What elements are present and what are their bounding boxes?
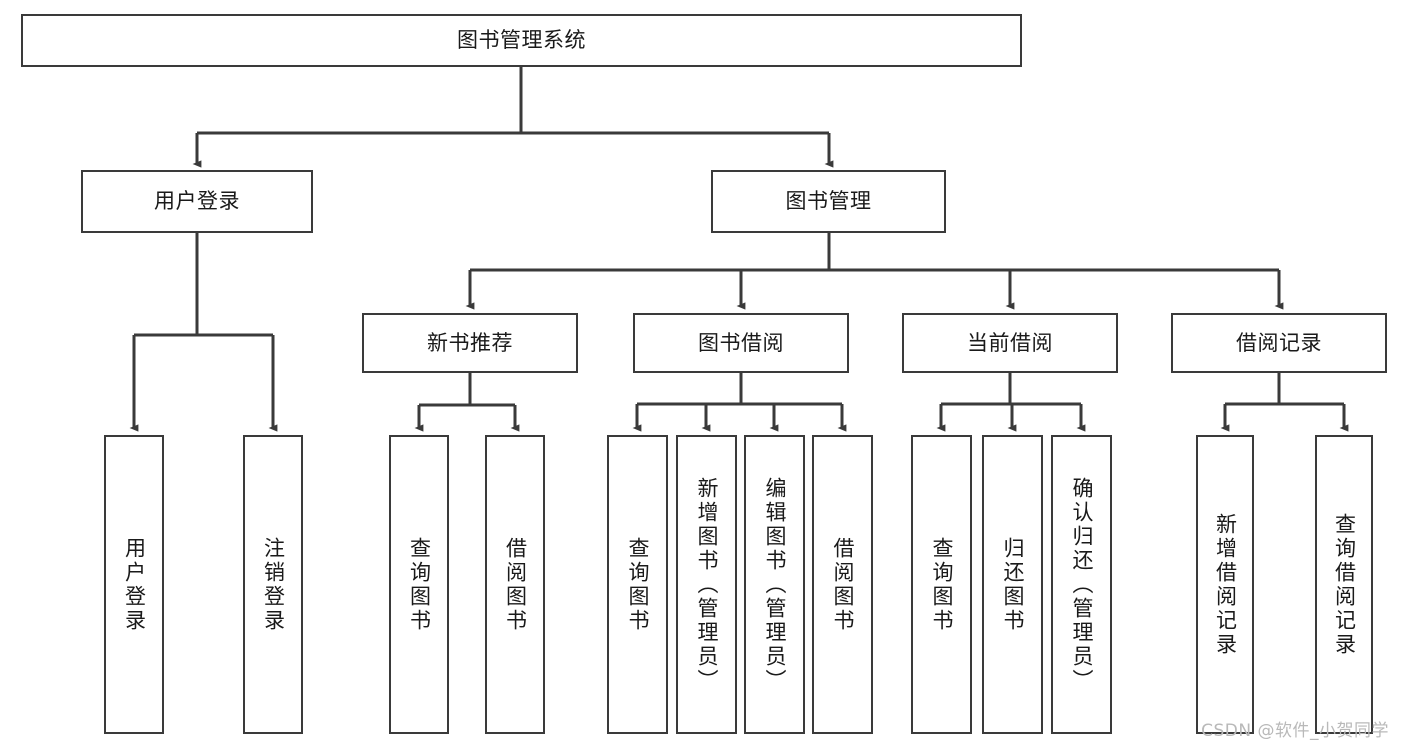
- node-root-label: 图书管理系统: [457, 28, 586, 53]
- node-leaf-return-book-label: 归还图书: [1001, 536, 1025, 633]
- node-leaf-query-book-current-label: 查询图书: [930, 536, 954, 633]
- node-new-book-recommend[interactable]: 新书推荐: [362, 313, 578, 373]
- node-leaf-add-borrow-record[interactable]: 新增借阅记录: [1196, 435, 1254, 734]
- node-leaf-confirm-return-admin[interactable]: 确认归还（管理员）: [1051, 435, 1112, 734]
- node-leaf-query-borrow-record-label: 查询借阅记录: [1332, 512, 1357, 657]
- node-leaf-add-borrow-record-label: 新增借阅记录: [1213, 512, 1238, 657]
- node-current-borrow-label: 当前借阅: [967, 330, 1053, 355]
- node-leaf-add-book-admin-label: 新增图书（管理员）: [695, 476, 719, 693]
- node-borrow-record-label: 借阅记录: [1236, 330, 1322, 355]
- node-leaf-borrow-book-rec-label: 借阅图书: [503, 536, 528, 633]
- node-leaf-user-logout[interactable]: 注销登录: [243, 435, 303, 734]
- node-leaf-borrow-book-rec[interactable]: 借阅图书: [485, 435, 545, 734]
- node-leaf-borrow-book-label: 借阅图书: [831, 536, 855, 633]
- node-leaf-edit-book-admin-label: 编辑图书（管理员）: [763, 476, 787, 693]
- node-root[interactable]: 图书管理系统: [21, 14, 1022, 67]
- node-leaf-user-logout-label: 注销登录: [261, 536, 286, 633]
- node-leaf-confirm-return-admin-label: 确认归还（管理员）: [1070, 476, 1094, 693]
- node-leaf-query-book-rec[interactable]: 查询图书: [389, 435, 449, 734]
- node-user-login[interactable]: 用户登录: [81, 170, 313, 233]
- node-leaf-query-book-current[interactable]: 查询图书: [911, 435, 972, 734]
- node-leaf-add-book-admin[interactable]: 新增图书（管理员）: [676, 435, 737, 734]
- node-leaf-query-book-borrow-label: 查询图书: [626, 536, 650, 633]
- node-leaf-query-book-rec-label: 查询图书: [407, 536, 432, 633]
- node-leaf-borrow-book[interactable]: 借阅图书: [812, 435, 873, 734]
- node-leaf-query-borrow-record[interactable]: 查询借阅记录: [1315, 435, 1373, 734]
- node-borrow-record[interactable]: 借阅记录: [1171, 313, 1387, 373]
- node-leaf-query-book-borrow[interactable]: 查询图书: [607, 435, 668, 734]
- node-leaf-user-login[interactable]: 用户登录: [104, 435, 164, 734]
- node-book-manage-label: 图书管理: [785, 189, 872, 214]
- node-current-borrow[interactable]: 当前借阅: [902, 313, 1118, 373]
- node-book-manage[interactable]: 图书管理: [711, 170, 946, 233]
- connectors: [129, 67, 1349, 432]
- node-leaf-user-login-label: 用户登录: [122, 536, 147, 633]
- node-leaf-edit-book-admin[interactable]: 编辑图书（管理员）: [744, 435, 805, 734]
- node-leaf-return-book[interactable]: 归还图书: [982, 435, 1043, 734]
- node-book-borrow[interactable]: 图书借阅: [633, 313, 849, 373]
- node-user-login-label: 用户登录: [154, 189, 240, 214]
- node-new-book-recommend-label: 新书推荐: [427, 330, 513, 355]
- node-book-borrow-label: 图书借阅: [698, 330, 784, 355]
